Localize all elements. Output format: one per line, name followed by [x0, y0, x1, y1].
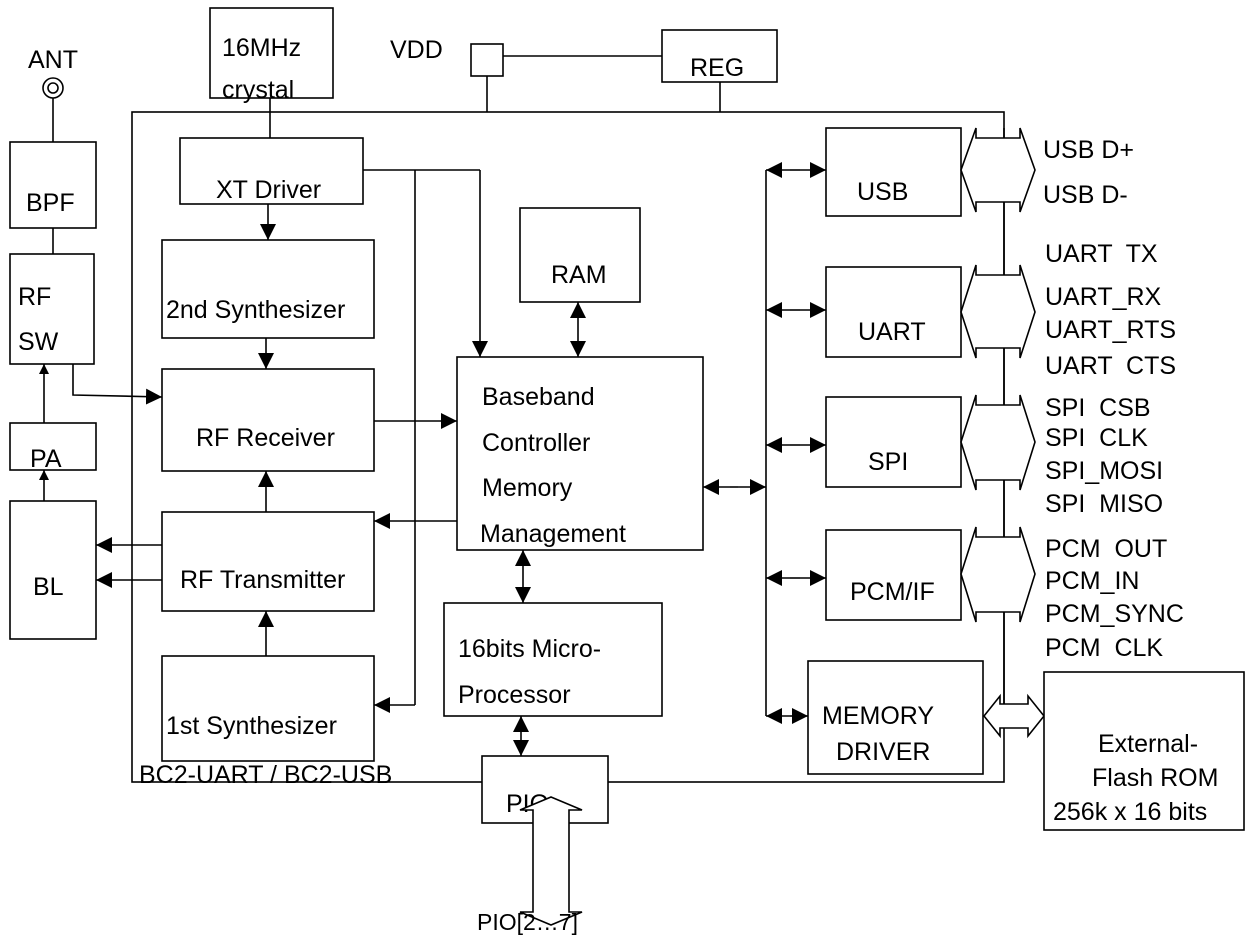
rf-switch-block: [9, 253, 95, 365]
rf-switch-label-1: RF: [18, 283, 51, 311]
baseband-label-3: Memory: [482, 474, 573, 502]
bl-block: [9, 500, 97, 640]
usb-label: USB: [857, 178, 908, 206]
rf-transmitter-block: [161, 511, 375, 612]
rf-receiver-label: RF Receiver: [196, 424, 335, 452]
pcm-signal-4: PCM CLK: [1045, 634, 1163, 662]
vdd-label: VDD: [390, 36, 443, 64]
ram-label: RAM: [551, 261, 607, 289]
pcm-block: [825, 529, 962, 621]
rf-receiver-block: [161, 368, 375, 472]
baseband-block: [456, 356, 704, 551]
spi-label: SPI: [868, 448, 908, 476]
spi-signal-4: SPI MISO: [1045, 490, 1163, 518]
micro-label-2: Processor: [458, 681, 571, 709]
synth2-label: 2nd Synthesizer: [166, 296, 345, 324]
crystal-block: [209, 7, 334, 99]
bpf-block: [9, 141, 97, 229]
memory-driver-label-1: MEMORY: [822, 702, 934, 730]
bus-arrows: [766, 162, 826, 724]
memory-driver-block: [807, 660, 984, 775]
pa-label: PA: [30, 445, 62, 473]
external-flash-label-1: External-: [1098, 730, 1198, 758]
baseband-label-1: Baseband: [482, 383, 595, 411]
baseband-label-2: Controller: [482, 429, 590, 457]
spi-bus-arrow: [960, 394, 1036, 491]
chip-name-label: BC2-UART / BC2-USB: [139, 761, 392, 789]
baseband-label-4: Management: [480, 520, 626, 548]
usb-bus-arrow: [960, 127, 1036, 213]
pcm-label: PCM/IF: [850, 578, 935, 606]
pcm-bus-arrow: [960, 526, 1036, 623]
crystal-label-1: 16MHz: [222, 34, 301, 62]
vdd-pin: [470, 43, 504, 77]
pio-bus-arrow: [519, 796, 583, 926]
spi-signal-1: SPI CSB: [1045, 394, 1151, 422]
xt-driver-block: [179, 137, 364, 205]
usb-signal-1: USB D+: [1043, 136, 1134, 164]
memory-driver-label-2: DRIVER: [836, 738, 930, 766]
uart-label: UART: [858, 318, 926, 346]
synth1-block: [161, 655, 375, 762]
uart-block: [825, 266, 962, 358]
micro-label-1: 16bits Micro-: [458, 635, 601, 663]
antenna-icon: [42, 77, 64, 142]
uart-signal-1: UART TX: [1045, 240, 1158, 268]
synth2-block: [161, 239, 375, 339]
crystal-label-2: crystal: [222, 76, 294, 104]
spi-block: [825, 396, 962, 488]
external-flash-label-2: Flash ROM: [1092, 764, 1218, 792]
pio-bus-label: PIO[2…7]: [477, 909, 578, 935]
regulator-label: REG: [690, 54, 744, 82]
synth1-label: 1st Synthesizer: [166, 712, 337, 740]
uart-signal-2: UART_RX: [1045, 283, 1162, 311]
bpf-label: BPF: [26, 189, 75, 217]
usb-signal-2: USB D-: [1043, 181, 1128, 209]
micro-block: [443, 602, 663, 717]
xt-driver-label: XT Driver: [216, 176, 321, 204]
pa-block: [9, 422, 97, 471]
ram-block: [519, 207, 641, 303]
uart-signal-3: UART_RTS: [1045, 316, 1176, 344]
pcm-signal-2: PCM_IN: [1045, 567, 1139, 595]
rf-transmitter-label: RF Transmitter: [180, 566, 345, 594]
rfsw-to-receiver-arrow: [72, 364, 163, 405]
pcm-signal-1: PCM OUT: [1045, 535, 1167, 563]
usb-block: [825, 127, 962, 217]
uart-signal-4: UART CTS: [1045, 352, 1176, 380]
bl-label: BL: [33, 573, 64, 601]
spi-signal-2: SPI CLK: [1045, 424, 1148, 452]
spi-signal-3: SPI_MOSI: [1045, 457, 1163, 485]
rf-switch-label-2: SW: [18, 328, 59, 356]
pcm-signal-3: PCM_SYNC: [1045, 600, 1184, 628]
antenna-label: ANT: [28, 46, 78, 74]
external-flash-label-3: 256k x 16 bits: [1053, 798, 1207, 826]
uart-bus-arrow: [960, 264, 1036, 359]
external-flash-block: [1043, 671, 1245, 831]
